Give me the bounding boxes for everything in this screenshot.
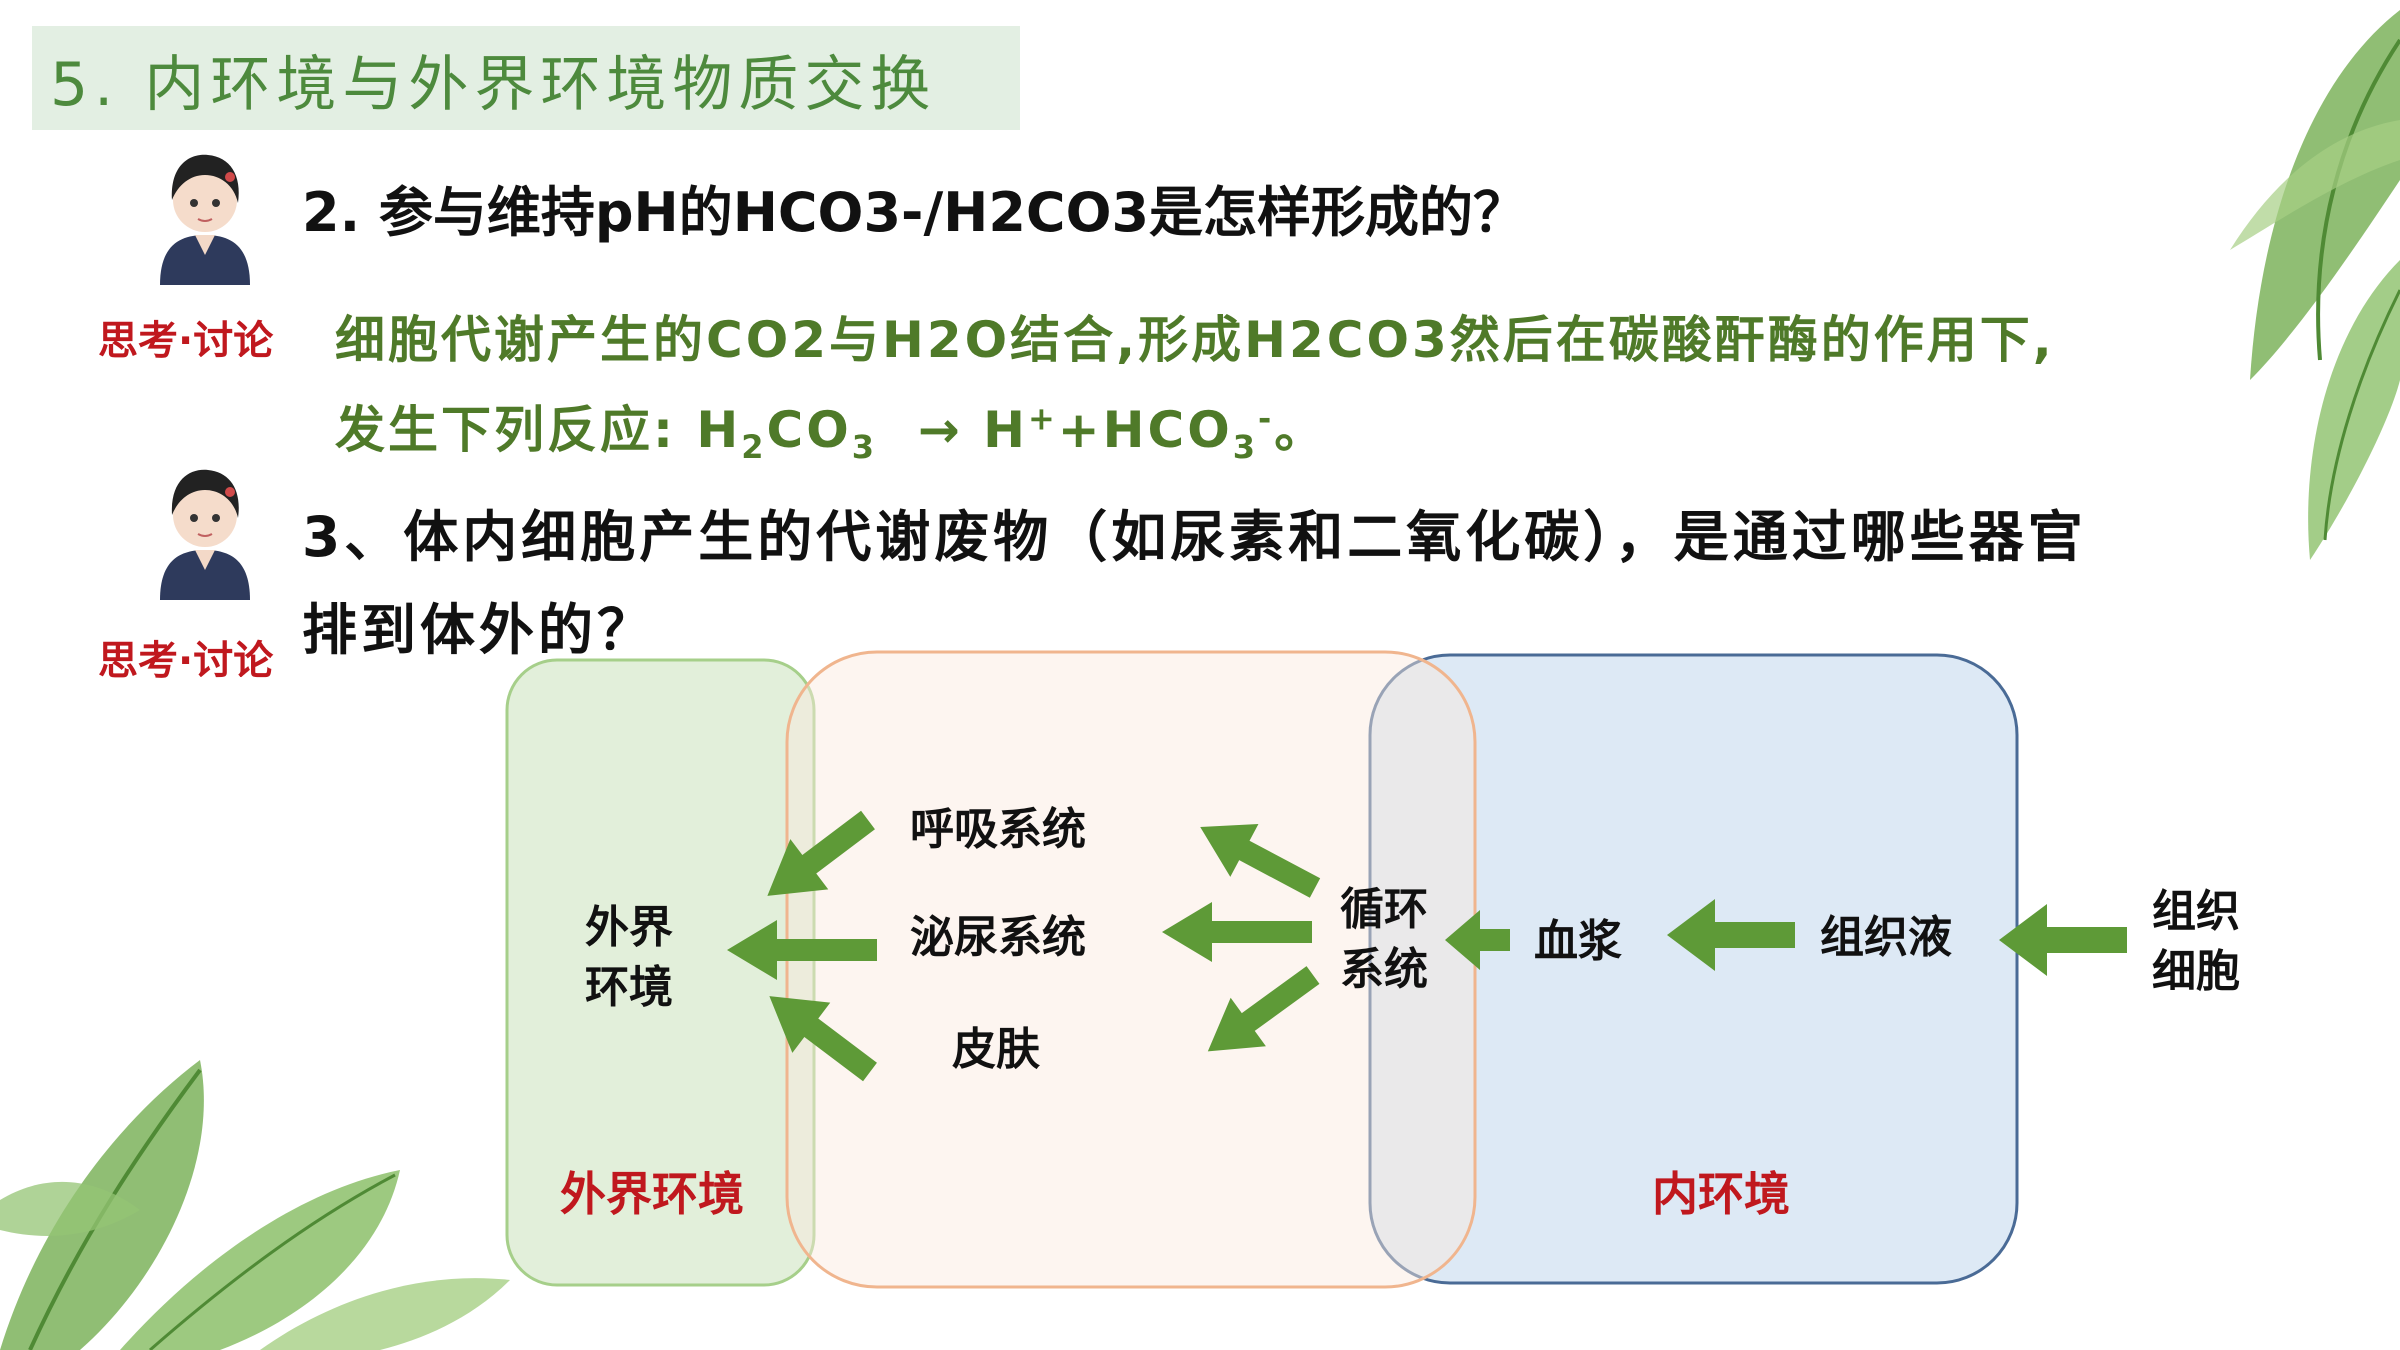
tissue-cells-line-2: 细胞 <box>2152 946 2240 997</box>
arrow-icon <box>727 920 877 980</box>
question-3-line-1: 3、体内细胞产生的代谢废物（如尿素和二氧化碳），是通过哪些器官 <box>302 505 2087 569</box>
arrow-icon <box>1667 899 1795 971</box>
answer-line-1: 细胞代谢产生的CO2与H2O结合,形成H2CO3然后在碳酸酐酶的作用下, <box>335 311 2055 369</box>
leaf-decoration-bottom-left <box>0 1060 510 1350</box>
answer-suffix: 。 <box>1274 401 1328 459</box>
circulatory-system-line-1: 循环 <box>1340 884 1428 935</box>
arrow-icon <box>1445 910 1510 970</box>
internal-environment-box <box>1368 653 2019 1285</box>
leaf-decoration-top-right <box>2230 10 2400 560</box>
circulatory-system-line-2: 系统 <box>1340 944 1428 995</box>
page-title: 5. 内环境与外界环境物质交换 <box>50 50 937 120</box>
arrow-icon <box>1207 966 1320 1052</box>
respiratory-system-node: 呼吸系统 <box>910 804 1086 855</box>
external-environment-line-2: 环境 <box>585 962 673 1013</box>
avatar-girl-icon <box>160 154 250 285</box>
answer-line-2: 发生下列反应: H2CO3 → H++HCO3-。 <box>335 390 1327 466</box>
skin-node: 皮肤 <box>952 1024 1040 1075</box>
arrow-icon <box>767 810 875 896</box>
arrow-icon <box>769 996 877 1082</box>
avatar-girl-icon <box>160 469 250 600</box>
internal-environment-caption: 内环境 <box>1652 1167 1790 1221</box>
think-discuss-label: 思考·讨论 <box>98 318 274 364</box>
arrow-icon <box>1999 904 2127 976</box>
tissue-cells-line-1: 组织 <box>2152 886 2240 937</box>
answer-prefix: 发生下列反应: <box>335 401 697 459</box>
question-3-line-2: 排到体外的？ <box>302 598 657 662</box>
external-environment-line-1: 外界 <box>585 902 673 953</box>
arrow-icon <box>1200 823 1321 898</box>
organ-systems-box <box>785 650 1477 1289</box>
tissue-fluid-node: 组织液 <box>1820 912 1952 963</box>
external-environment-box <box>505 658 816 1287</box>
tissue-cells-node: 组织 细胞 <box>2152 882 2240 1002</box>
external-environment-node: 外界 环境 <box>585 898 673 1018</box>
external-environment-caption: 外界环境 <box>560 1167 744 1221</box>
think-discuss-label: 思考·讨论 <box>98 638 274 684</box>
reaction-equation: H2CO3 → H++HCO3- <box>696 399 1275 466</box>
title-bar <box>32 26 1020 130</box>
question-2: 2. 参与维持pH的HCO3-/H2CO3是怎样形成的？ <box>302 181 1528 244</box>
arrow-icon <box>1162 902 1312 962</box>
plasma-node: 血浆 <box>1534 916 1622 967</box>
urinary-system-node: 泌尿系统 <box>910 912 1086 963</box>
circulatory-system-node: 循环 系统 <box>1340 880 1428 1000</box>
